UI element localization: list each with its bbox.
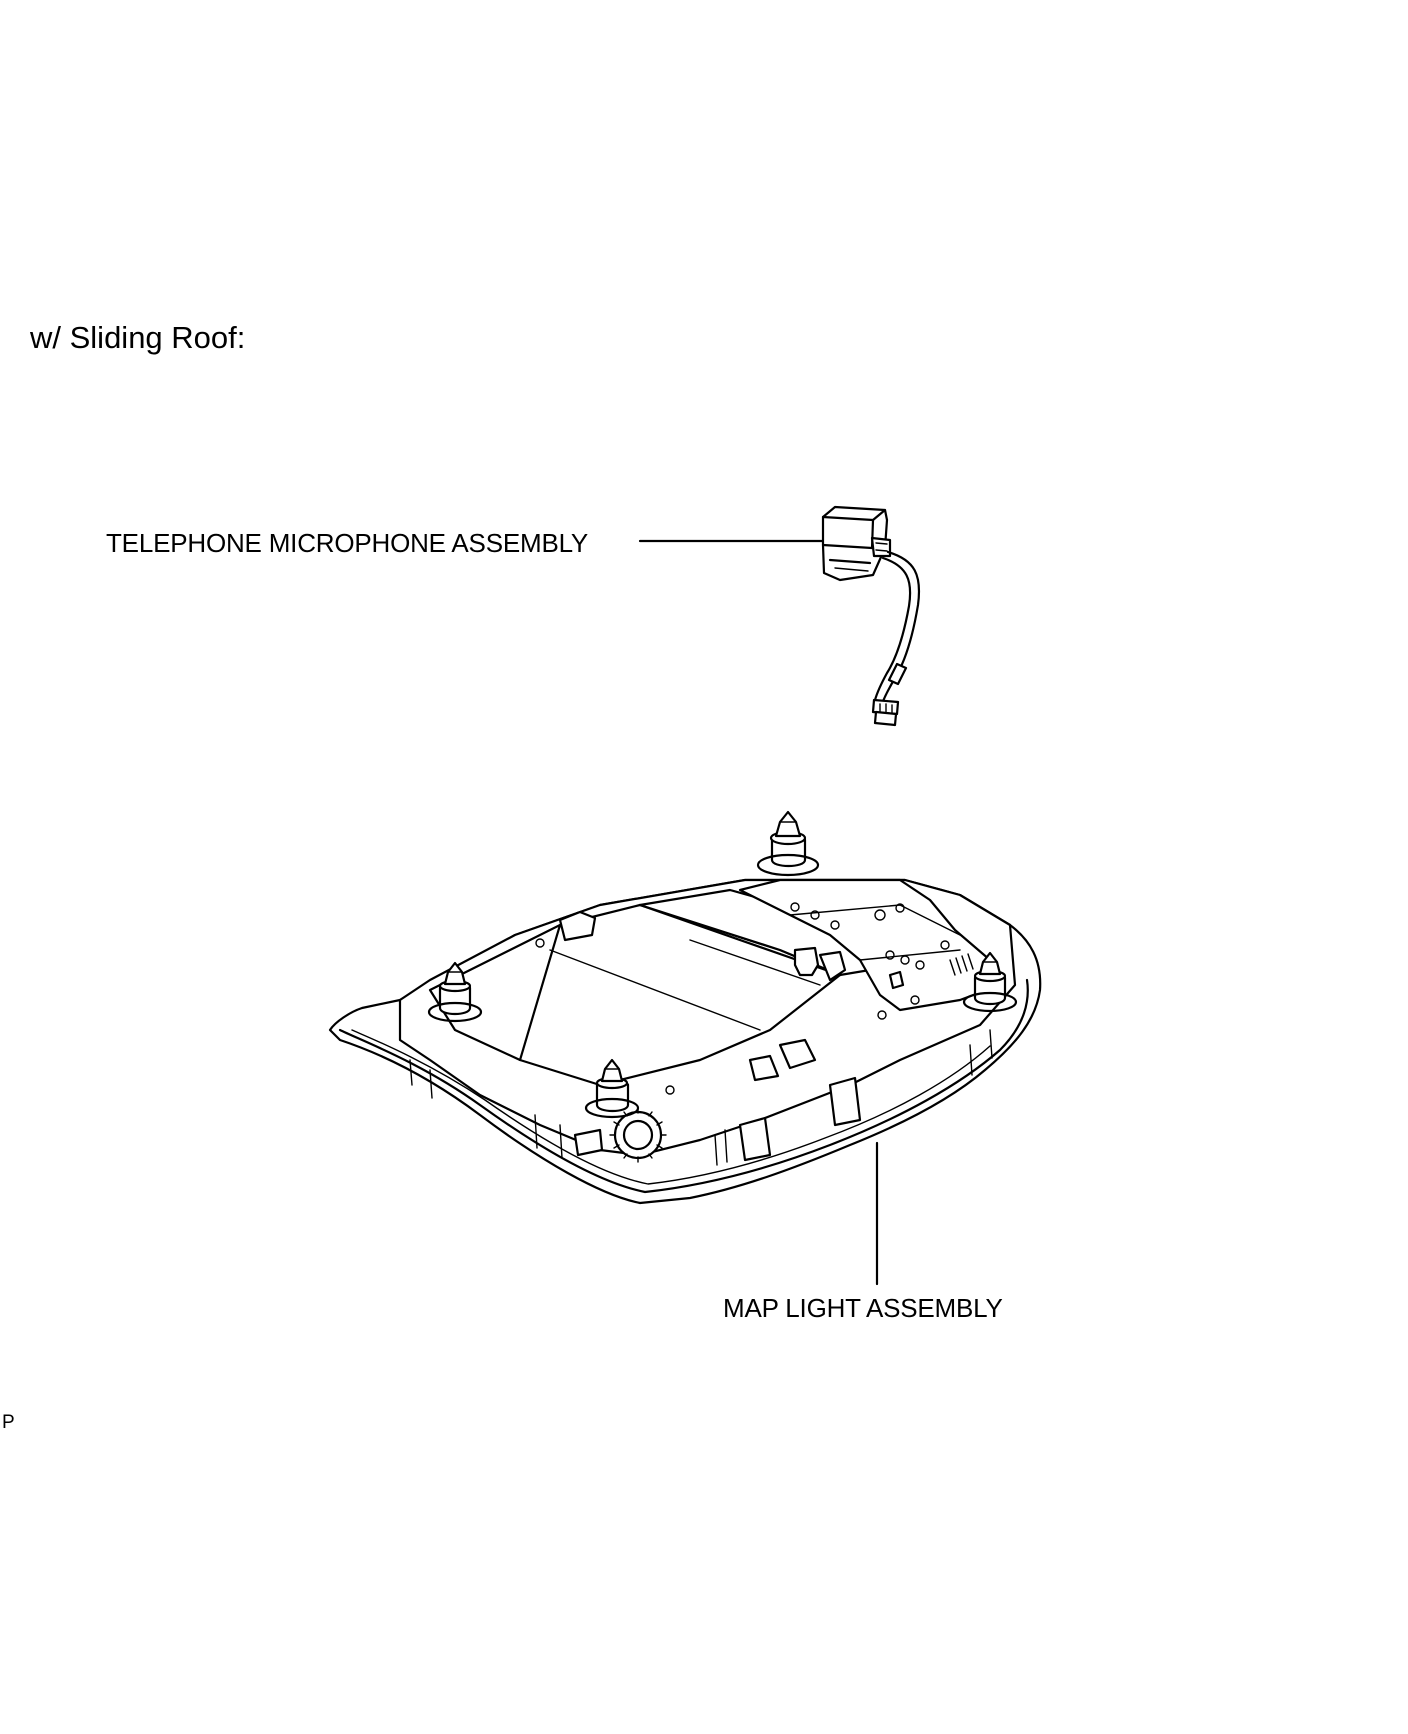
map-light-callout: MAP LIGHT ASSEMBLY	[723, 1293, 1003, 1323]
page-mark: P	[2, 1412, 15, 1433]
clip-rear-center	[756, 810, 820, 877]
map-light-drawing	[328, 810, 1042, 1205]
telephone-microphone-callout: TELEPHONE MICROPHONE ASSEMBLY	[106, 528, 589, 558]
clip-right	[962, 951, 1018, 1013]
clip-left	[427, 961, 483, 1023]
telephone-microphone-drawing	[821, 505, 921, 727]
clip-front	[584, 1058, 640, 1119]
diagram-heading: w/ Sliding Roof:	[30, 320, 246, 355]
